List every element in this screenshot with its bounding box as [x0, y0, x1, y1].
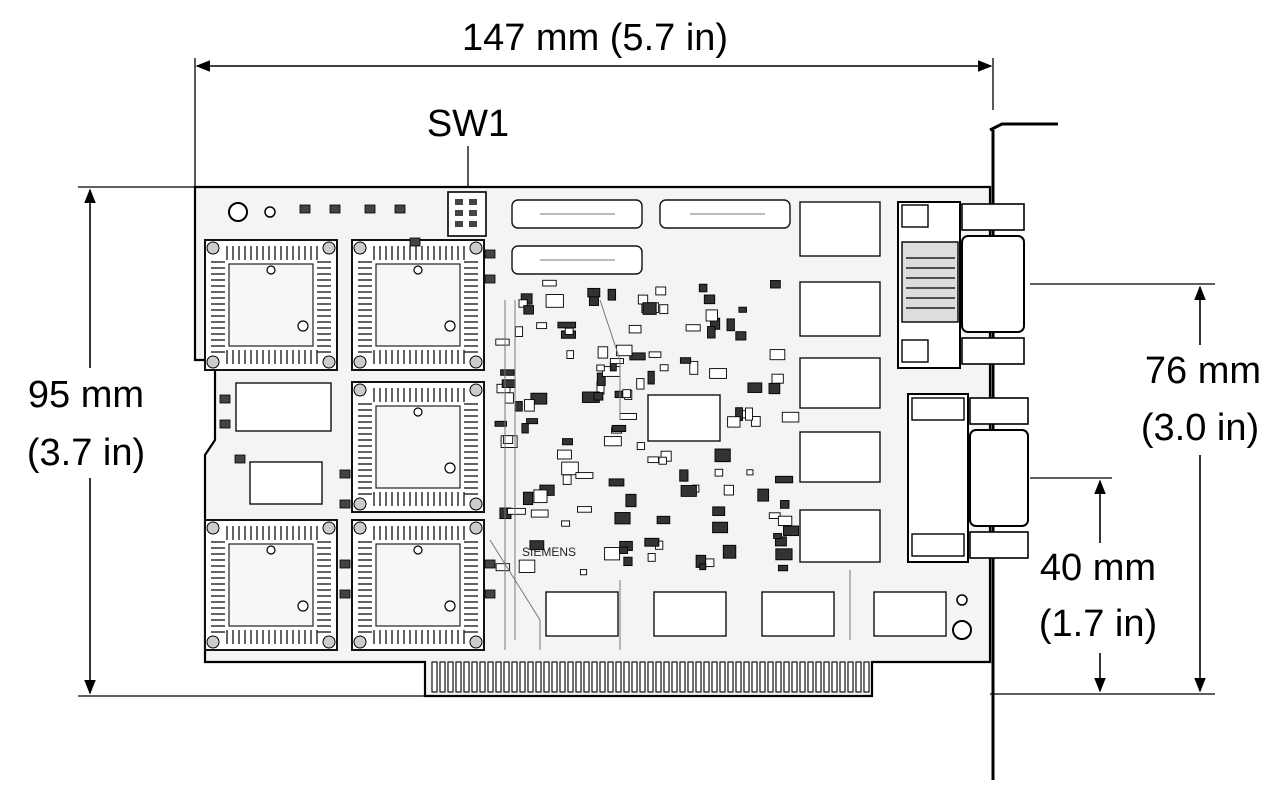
height-label-in: (3.7 in) — [27, 432, 145, 474]
relay-blocks — [799, 201, 881, 563]
width-dimension: 147 mm (5.7 in) — [194, 17, 994, 360]
db9-connector — [907, 393, 1029, 563]
bottom-soic-row — [545, 591, 947, 637]
plcc-chip — [351, 519, 485, 651]
sw1-dip-switch — [447, 191, 487, 237]
connector-bottom-label-in: (1.7 in) — [1039, 603, 1157, 645]
board-traces — [489, 299, 851, 650]
connector-bottom-dimension: 40 mm (1.7 in) — [1030, 477, 1165, 693]
sw1-callout: SW1 — [427, 103, 509, 192]
plcc-chip — [351, 381, 485, 513]
connector-top-label-mm: 76 mm — [1145, 350, 1261, 392]
soic-chip — [235, 382, 332, 432]
connector-bottom-label-mm: 40 mm — [1040, 547, 1156, 589]
mounting-hole — [264, 206, 276, 218]
height-dimension: 95 mm (3.7 in) — [20, 186, 440, 697]
pcb-board: SIEMENS — [193, 185, 992, 698]
edge-connector — [431, 661, 870, 693]
fuse-components — [511, 199, 791, 275]
mounting-hole — [952, 620, 972, 640]
rj45-connector — [897, 201, 1025, 369]
plcc-chip — [351, 239, 485, 371]
mounting-hole — [956, 594, 968, 606]
connector-top-label-in: (3.0 in) — [1141, 407, 1259, 449]
central-ic — [647, 394, 721, 442]
width-label: 147 mm (5.7 in) — [462, 17, 728, 59]
soic-chip — [249, 461, 323, 505]
sw1-label: SW1 — [427, 103, 509, 145]
height-label-mm: 95 mm — [28, 374, 144, 416]
smd-components — [219, 204, 800, 599]
mounting-hole — [228, 202, 248, 222]
plcc-chip — [204, 239, 338, 371]
plcc-chip — [204, 519, 338, 651]
connector-top-dimension: 76 mm (3.0 in) — [990, 283, 1275, 695]
